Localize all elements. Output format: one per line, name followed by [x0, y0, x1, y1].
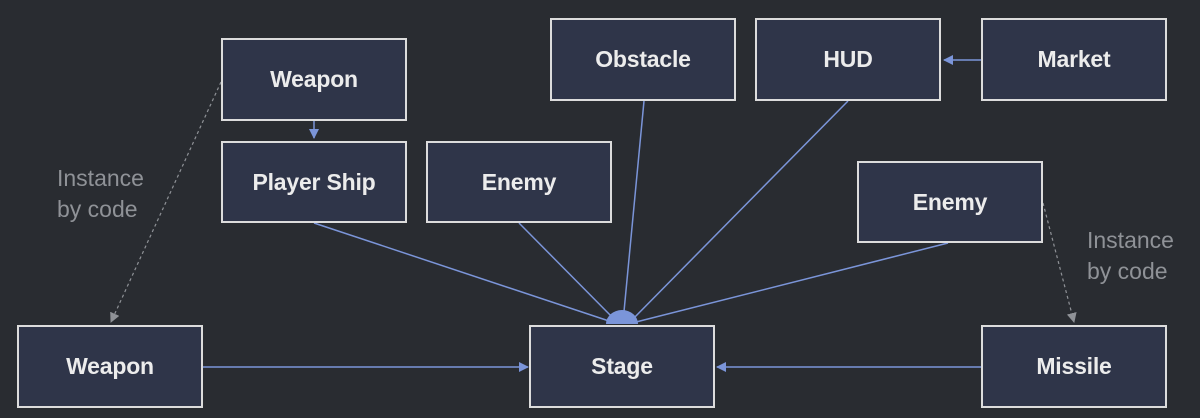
edge-label-right: Instance by code — [1087, 225, 1174, 287]
node-weapon-bottom[interactable]: Weapon — [17, 325, 203, 408]
node-market[interactable]: Market — [981, 18, 1167, 101]
edge-label-line: by code — [1087, 258, 1168, 284]
edge-enemy-mid-to-stage — [518, 222, 618, 323]
node-stage[interactable]: Stage — [529, 325, 715, 408]
edge-label-line: by code — [57, 196, 138, 222]
edge-hud-to-stage — [629, 100, 849, 323]
stage-convergence-cap — [606, 310, 638, 324]
edge-weapon-top-to-weapon-bottom — [110, 81, 222, 323]
edge-label-left: Instance by code — [57, 163, 144, 225]
node-player-ship[interactable]: Player Ship — [221, 141, 407, 223]
node-hud[interactable]: HUD — [755, 18, 941, 101]
edge-label-line: Instance — [1087, 227, 1174, 253]
node-weapon-top[interactable]: Weapon — [221, 38, 407, 121]
node-label: Missile — [1036, 353, 1112, 379]
node-label: Enemy — [481, 168, 557, 195]
edge-obstacle-to-stage — [622, 100, 645, 323]
node-enemy-mid[interactable]: Enemy — [426, 141, 612, 223]
node-label: Enemy — [912, 188, 988, 215]
node-obstacle[interactable]: Obstacle — [550, 18, 736, 101]
node-enemy-right[interactable]: Enemy — [857, 161, 1043, 243]
node-label: Market — [1037, 46, 1111, 72]
edge-label-line: Instance — [57, 165, 144, 191]
edge-enemy-right-to-missile — [1042, 202, 1077, 323]
node-label: HUD — [823, 46, 873, 72]
node-label: Weapon — [66, 353, 154, 379]
node-label: Stage — [591, 353, 653, 379]
node-missile[interactable]: Missile — [981, 325, 1167, 408]
edge-player-ship-to-stage — [313, 222, 613, 323]
edge-enemy-right-to-stage — [635, 242, 949, 323]
node-label: Weapon — [270, 66, 358, 92]
node-label: Obstacle — [595, 46, 691, 72]
node-label: Player Ship — [252, 168, 376, 195]
